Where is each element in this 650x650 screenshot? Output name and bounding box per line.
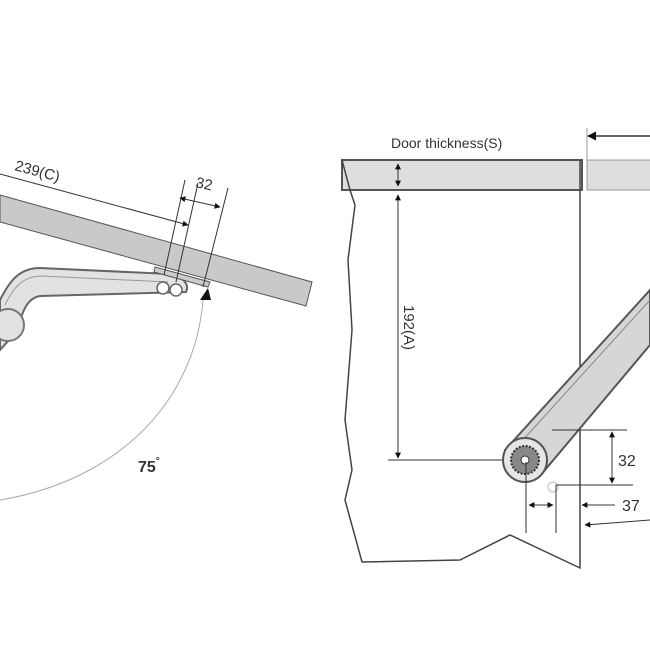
door-thickness-label: Door thickness(S) bbox=[391, 135, 502, 151]
closer-arm-inner bbox=[4, 275, 169, 306]
arm-pivot-1 bbox=[156, 281, 170, 295]
bottom-arrow-line bbox=[584, 519, 650, 528]
bracket-plate bbox=[153, 266, 211, 288]
extension-line-1 bbox=[163, 179, 186, 276]
door-panel-angled bbox=[0, 194, 313, 307]
dimension-line-32 bbox=[179, 196, 221, 209]
dimension-c-label: 239(C) bbox=[13, 157, 62, 185]
pivot-arrow-icon bbox=[200, 288, 211, 300]
dimension-line-c bbox=[0, 173, 189, 227]
closer-body-circle bbox=[0, 308, 25, 342]
left-view: 239(C) 32 75° bbox=[0, 157, 313, 501]
mount-screw-icon bbox=[547, 481, 559, 493]
opening-angle-arc bbox=[0, 299, 204, 501]
opening-angle-label: 75° bbox=[138, 456, 160, 476]
dimension-32-right-label: 32 bbox=[618, 453, 636, 470]
door-thickness-bar bbox=[341, 159, 583, 191]
diagonal-arm-inner bbox=[511, 299, 650, 453]
extension-line-3 bbox=[202, 187, 229, 288]
closer-arm bbox=[0, 266, 188, 352]
dimension-32-left-label: 32 bbox=[194, 174, 214, 194]
pivot-center bbox=[520, 455, 530, 465]
door-outline bbox=[341, 159, 581, 570]
frame-bar-right bbox=[586, 159, 650, 191]
right-view: Door thickness(S) 192(A) 32 37 bbox=[341, 128, 650, 570]
arm-pivot-2 bbox=[169, 283, 183, 297]
dimension-37-label: 37 bbox=[622, 498, 640, 515]
dimension-a-label: 192(A) bbox=[400, 305, 417, 350]
